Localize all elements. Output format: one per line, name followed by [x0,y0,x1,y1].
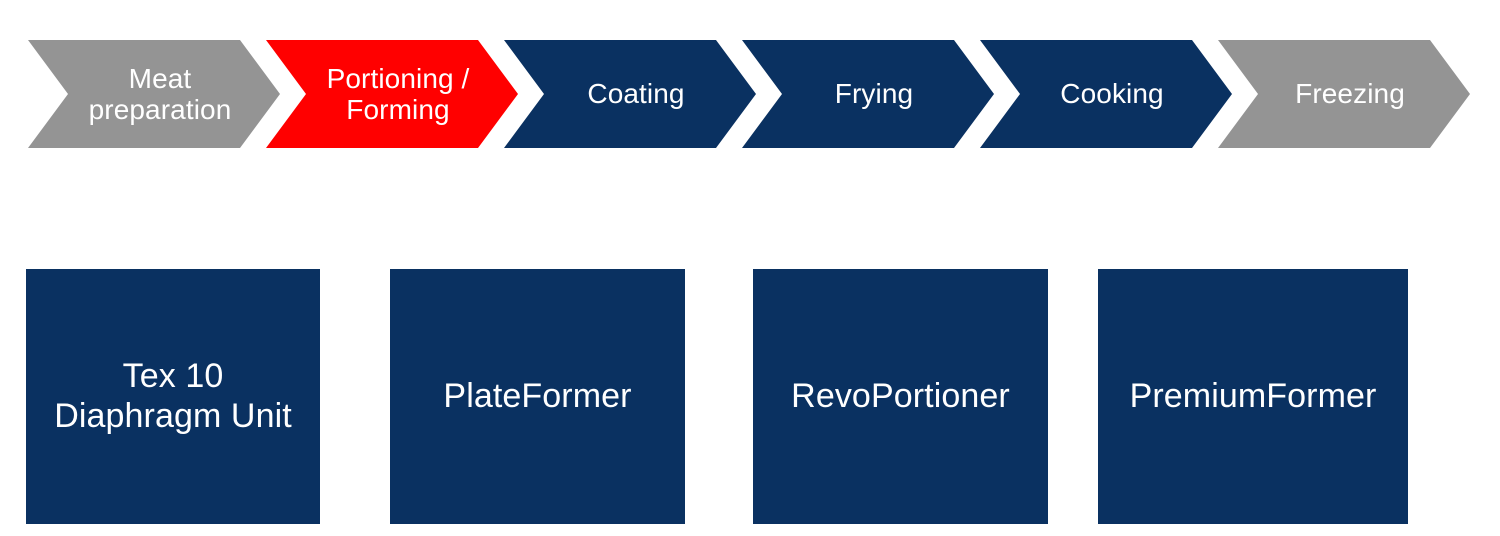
process-step-freezing[interactable]: Freezing [1218,40,1470,148]
process-step-label: Meat preparation [88,62,232,125]
product-box-label: RevoPortioner [791,376,1010,415]
product-box-revoportioner[interactable]: RevoPortioner [753,269,1048,524]
product-box-label: PlateFormer [443,376,632,415]
product-box-plateformer[interactable]: PlateFormer [390,269,685,524]
product-box-tex-10-diaphragm-unit[interactable]: Tex 10 Diaphragm Unit [26,269,320,524]
process-step-label: Cooking [1060,78,1164,110]
process-step-label: Portioning / Forming [326,62,470,125]
process-flow-chevrons: Meat preparation Portioning / Forming Co… [0,0,1500,190]
product-box-premiumformer[interactable]: PremiumFormer [1098,269,1408,524]
process-step-label: Freezing [1295,78,1405,110]
process-step-label: Frying [834,78,914,110]
process-step-cooking[interactable]: Cooking [980,40,1232,148]
process-step-meat-preparation[interactable]: Meat preparation [28,40,280,148]
product-box-label: Tex 10 Diaphragm Unit [54,356,292,435]
process-step-frying[interactable]: Frying [742,40,994,148]
product-box-label: PremiumFormer [1129,376,1377,415]
process-step-portioning-forming[interactable]: Portioning / Forming [266,40,518,148]
process-step-coating[interactable]: Coating [504,40,756,148]
process-step-label: Coating [587,78,685,110]
